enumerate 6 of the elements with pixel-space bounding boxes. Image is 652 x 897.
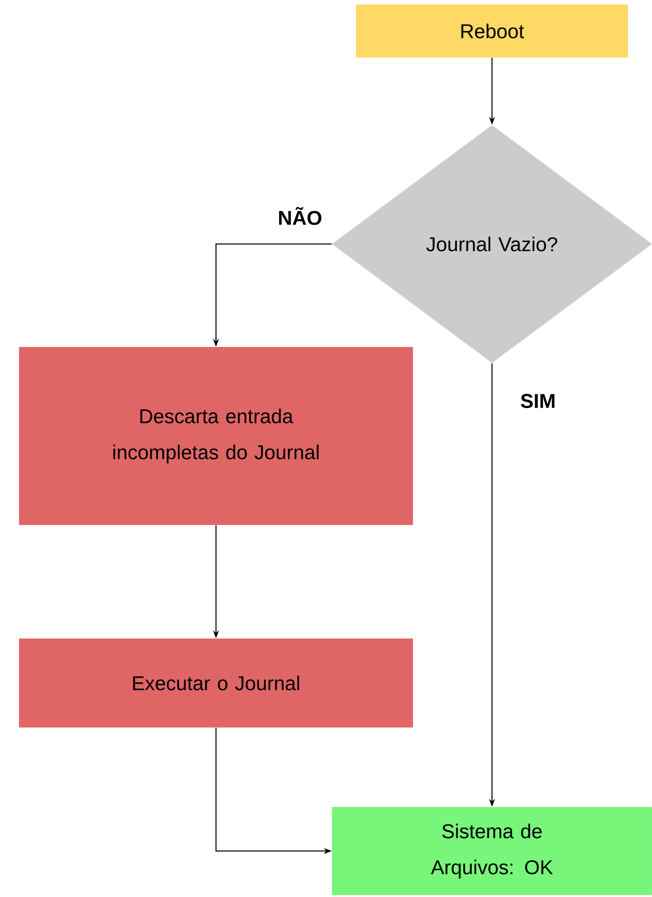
edge-label: NÃO [279,207,322,225]
process-box: Sistema de Arquivos: OK [332,807,652,895]
process-box: Executar o Journal [19,638,413,728]
edge-label: SIM [520,394,554,408]
process-box: Reboot [356,4,628,58]
process-box: Descarta entrada incompletas do Journal [19,347,413,525]
